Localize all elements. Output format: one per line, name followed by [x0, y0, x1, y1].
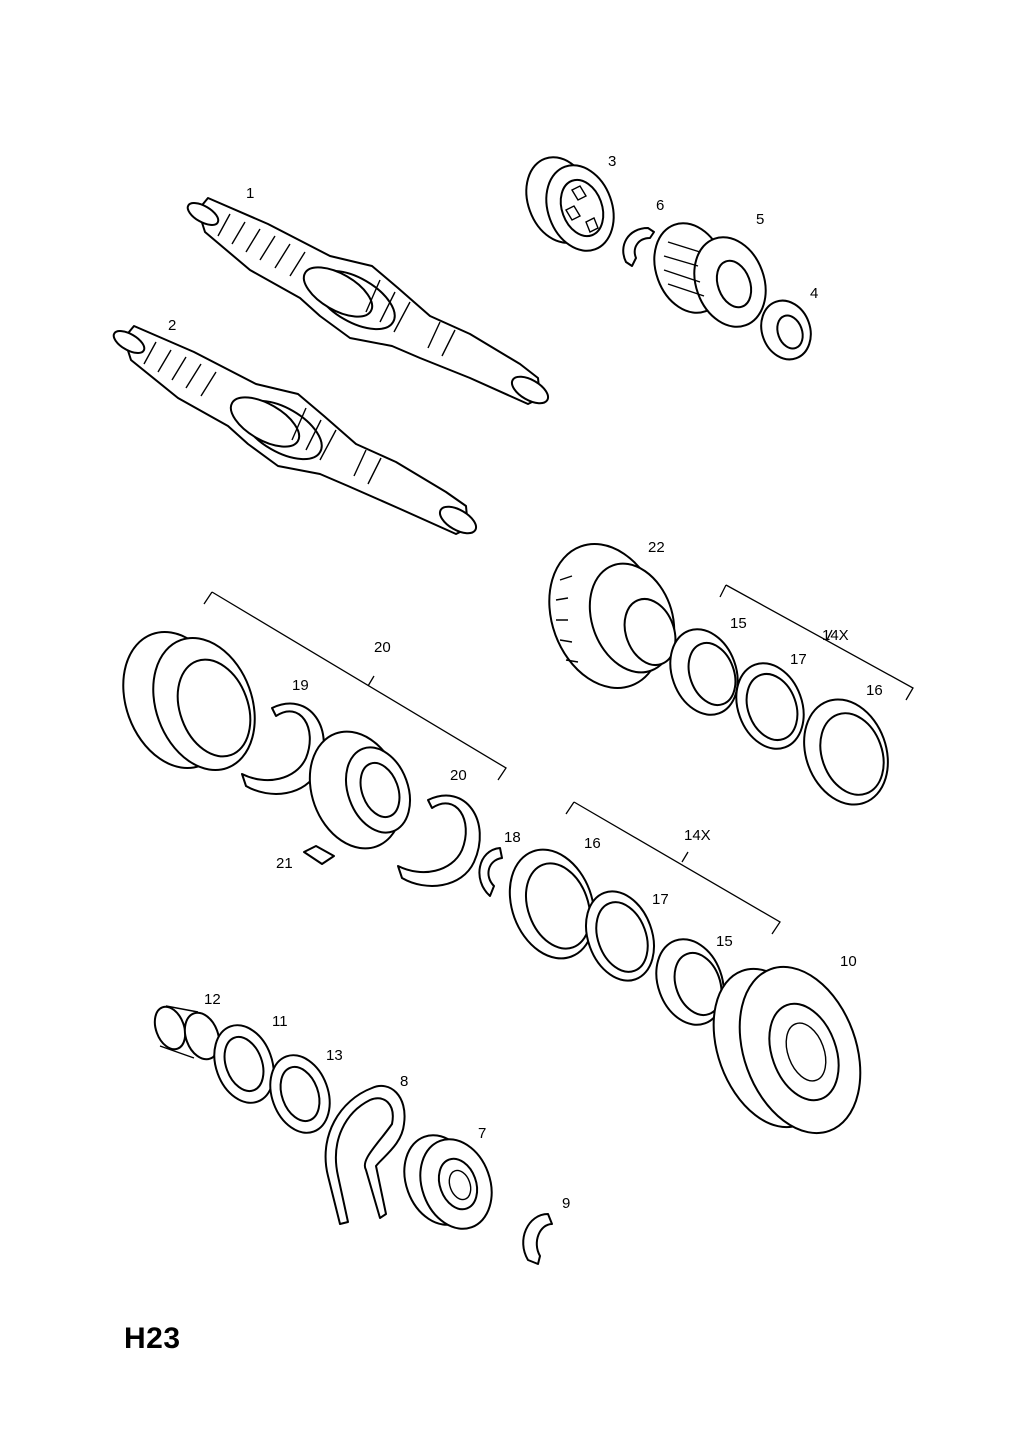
callout-1: 1	[246, 185, 254, 202]
callout-20-right: 20	[450, 767, 467, 784]
spring-20-left	[241, 702, 325, 795]
roller-bearing-3	[525, 156, 615, 252]
synchro-ring-16-upper	[803, 698, 889, 806]
washer-11	[213, 1024, 275, 1104]
callout-15-upper: 15	[730, 615, 747, 632]
callout-15-lower: 15	[716, 933, 733, 950]
gear-22	[548, 543, 677, 689]
callout-11: 11	[272, 1013, 288, 1030]
callout-9: 9	[562, 1195, 570, 1212]
callout-14x-lower: 14X	[684, 827, 711, 844]
callout-8: 8	[400, 1073, 408, 1090]
callout-10: 10	[840, 953, 857, 970]
synchro-ring-17-upper	[735, 662, 805, 750]
gear-10	[712, 965, 862, 1135]
synchro-ring-15-lower	[655, 938, 725, 1026]
callout-5: 5	[756, 211, 764, 228]
callout-4: 4	[810, 285, 818, 302]
callout-14x-upper: 14X	[822, 627, 849, 644]
callout-22: 22	[648, 539, 665, 556]
circlip-6	[622, 227, 655, 267]
bracket-14x-upper	[719, 584, 914, 701]
callout-18: 18	[504, 829, 521, 846]
callout-2: 2	[168, 317, 176, 334]
callout-13: 13	[326, 1047, 343, 1064]
clip-8	[324, 1085, 406, 1225]
shaft-2	[112, 325, 478, 535]
bracket-19	[203, 591, 507, 781]
callout-12: 12	[204, 991, 221, 1008]
shaft-1	[186, 197, 550, 405]
circlip-9	[522, 1213, 553, 1265]
synchro-hub	[308, 730, 411, 850]
callout-16-lower: 16	[584, 835, 601, 852]
key-21	[303, 845, 335, 865]
nut-4	[760, 299, 812, 361]
needle-bearing-12	[153, 1005, 221, 1061]
callout-20-left: 19	[292, 677, 309, 694]
callout-17-lower: 17	[652, 891, 669, 908]
sheet-code-label: H23	[124, 1322, 181, 1355]
callout-19: 20	[374, 639, 391, 656]
washer-13	[269, 1054, 331, 1134]
synchro-ring-16-lower	[508, 848, 596, 960]
callout-17-upper: 17	[790, 651, 807, 668]
callout-6: 6	[656, 197, 664, 214]
circlip-18	[478, 847, 503, 897]
callout-16-upper: 16	[866, 682, 883, 699]
spring-20-right	[397, 794, 481, 887]
synchro-ring-17-lower	[585, 890, 655, 982]
synchro-sleeve-19	[122, 631, 256, 771]
bracket-14x-lower	[565, 801, 781, 935]
ball-bearing-7	[403, 1134, 493, 1230]
callout-7: 7	[478, 1125, 486, 1142]
gear-5	[653, 222, 767, 328]
synchro-ring-15-upper	[669, 628, 739, 716]
callout-3: 3	[608, 153, 616, 170]
callout-21: 21	[276, 855, 293, 872]
